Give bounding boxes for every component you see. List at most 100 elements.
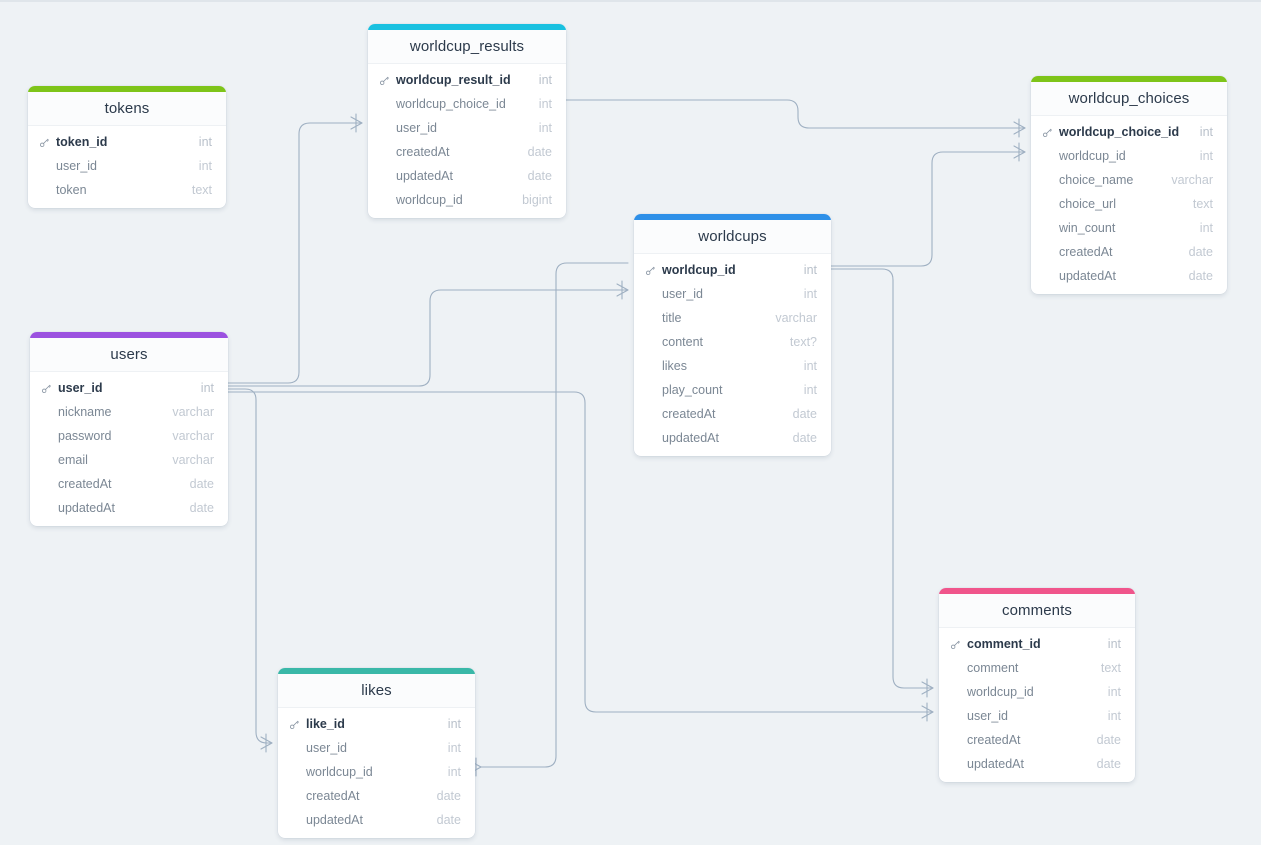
- table-column[interactable]: createdAt date: [1031, 240, 1227, 264]
- key-icon: [645, 265, 659, 276]
- column-type: date: [792, 407, 817, 421]
- table-column-pk[interactable]: worldcup_id int: [634, 258, 831, 282]
- key-icon: [289, 719, 303, 730]
- table-title: worldcup_results: [368, 30, 566, 64]
- column-name: user_id: [58, 381, 103, 395]
- column-name: user_id: [306, 741, 347, 755]
- column-name: updatedAt: [662, 431, 719, 445]
- column-type: int: [803, 263, 817, 277]
- column-name: worldcup_id: [662, 263, 736, 277]
- column-name: comment_id: [967, 637, 1041, 651]
- column-type: varchar: [775, 311, 817, 325]
- column-type: date: [1188, 269, 1213, 283]
- column-name: like_id: [306, 717, 345, 731]
- column-name: updatedAt: [306, 813, 363, 827]
- column-name: worldcup_id: [1059, 149, 1126, 163]
- column-name: token: [56, 183, 87, 197]
- column-type: int: [803, 287, 817, 301]
- table-column-pk[interactable]: like_id int: [278, 712, 475, 736]
- column-name: user_id: [967, 709, 1008, 723]
- column-name: createdAt: [1059, 245, 1113, 259]
- column-name: updatedAt: [58, 501, 115, 515]
- table-column-pk[interactable]: token_id int: [28, 130, 226, 154]
- column-type: date: [436, 789, 461, 803]
- column-name: worldcup_id: [967, 685, 1034, 699]
- table-column[interactable]: nickname varchar: [30, 400, 228, 424]
- column-type: int: [1107, 685, 1121, 699]
- column-type: date: [1096, 733, 1121, 747]
- column-type: int: [447, 717, 461, 731]
- crowfoot-worldcup_choices-worldcup_id: [1013, 142, 1026, 162]
- table-accent-bar: [28, 86, 226, 92]
- column-name: password: [58, 429, 112, 443]
- column-type: date: [1188, 245, 1213, 259]
- column-name: updatedAt: [396, 169, 453, 183]
- table-accent-bar: [634, 214, 831, 220]
- column-type: varchar: [172, 453, 214, 467]
- column-name: comment: [967, 661, 1019, 675]
- column-type: varchar: [172, 405, 214, 419]
- column-type: int: [447, 765, 461, 779]
- column-name: createdAt: [396, 145, 450, 159]
- table-title: users: [30, 338, 228, 372]
- table-column[interactable]: worldcup_id int: [939, 680, 1135, 704]
- column-name: token_id: [56, 135, 108, 149]
- table-title: tokens: [28, 92, 226, 126]
- crowfoot-worldcup_choices-choice_id: [1013, 118, 1026, 138]
- crowfoot-worldcups-user_id: [616, 280, 629, 300]
- column-name: likes: [662, 359, 688, 373]
- column-name: nickname: [58, 405, 112, 419]
- key-icon: [41, 383, 55, 394]
- edge-worldcup_results-worldcup_choices: [565, 99, 1026, 129]
- column-name: win_count: [1059, 221, 1116, 235]
- column-name: choice_url: [1059, 197, 1116, 211]
- column-name: play_count: [662, 383, 723, 397]
- column-type: int: [198, 135, 212, 149]
